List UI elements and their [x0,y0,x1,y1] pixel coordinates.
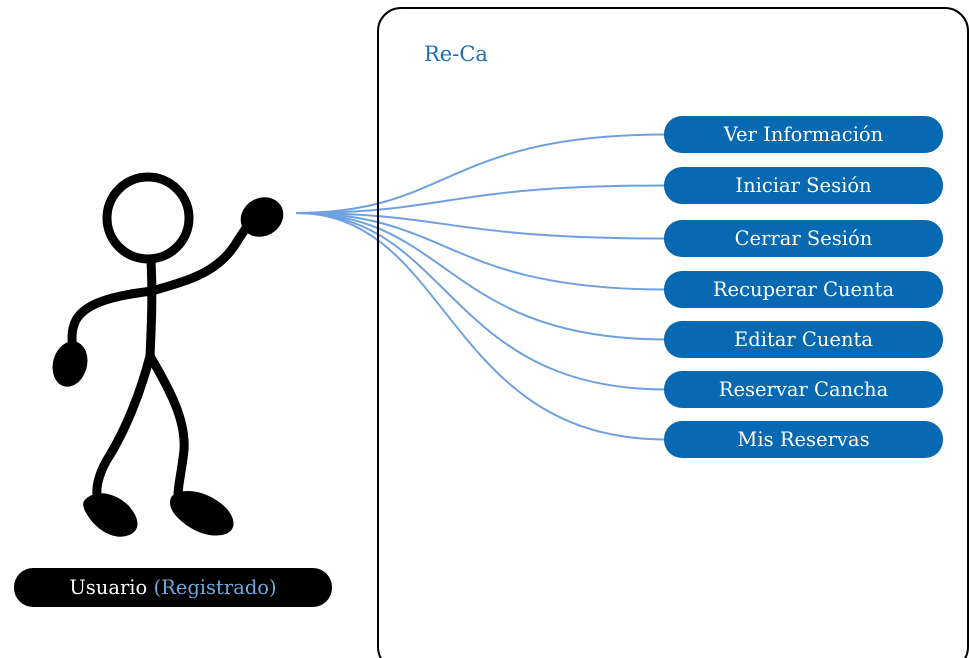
use-case-reservar-cancha[interactable]: Reservar Cancha [664,371,943,408]
use-case-recuperar-cuenta[interactable]: Recuperar Cuenta [664,271,943,308]
actor-left-hand [52,341,88,387]
actor-right-arm [147,217,255,296]
connector-line-5 [295,212,667,391]
actor-right-hand [240,197,284,237]
connector-line-2 [295,212,667,240]
system-boundary [377,7,969,658]
actor-body [145,254,157,363]
use-case-ver-informacion[interactable]: Ver Información [664,116,943,153]
actor-right-leg [145,351,189,500]
connector-line-3 [295,212,667,291]
actor-left-leg [92,351,155,500]
use-case-iniciar-sesion[interactable]: Iniciar Sesión [664,167,943,204]
connector-line-6 [295,212,667,441]
use-case-editar-cuenta[interactable]: Editar Cuenta [664,321,943,358]
actor-head [102,172,194,264]
connector-line-4 [295,212,667,341]
actor-left-arm [67,286,157,355]
actor-right-foot [170,491,234,536]
use-case-cerrar-sesion[interactable]: Cerrar Sesión [664,220,943,257]
connector-line-0 [295,133,667,214]
use-case-mis-reservas[interactable]: Mis Reservas [664,421,943,458]
system-name: Re-Ca [424,42,488,66]
actor-name: Usuario [69,576,148,599]
actor-label: Usuario (Registrado) [14,568,332,607]
actor-qualifier: (Registrado) [153,576,277,599]
connector-line-1 [295,184,667,214]
actor-stick-figure-icon [52,172,284,537]
actor-left-foot [83,493,138,537]
